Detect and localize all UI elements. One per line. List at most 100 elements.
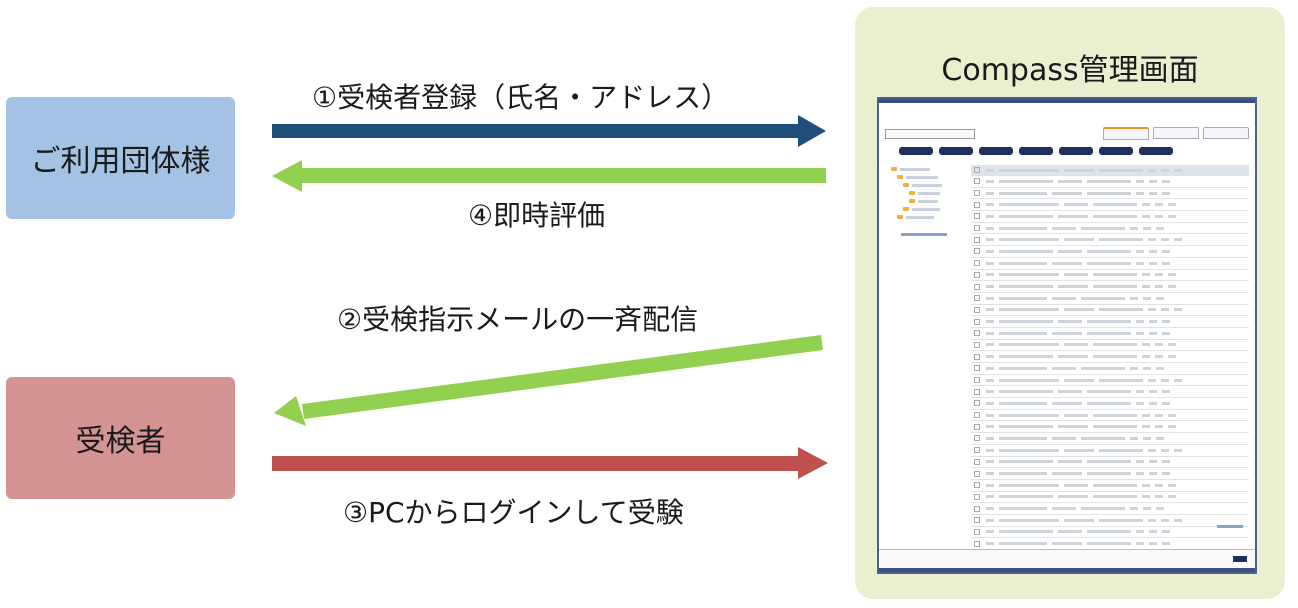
screen-table-row xyxy=(971,188,1249,200)
screen-table-cell xyxy=(1174,238,1182,242)
screen-table-cell xyxy=(1174,378,1182,382)
screen-table-cell xyxy=(999,507,1047,511)
screen-table-cell xyxy=(1148,518,1156,522)
screen-table-cell xyxy=(1168,413,1176,417)
screen-table-cell xyxy=(1174,448,1182,452)
screen-table-cell xyxy=(1064,308,1094,312)
screen-table-cell xyxy=(1058,460,1082,464)
screen-table-cell xyxy=(999,343,1059,347)
screen-table-cell xyxy=(1093,214,1137,218)
screen-table-cell xyxy=(1136,249,1144,253)
screen-table-cell xyxy=(1156,296,1164,300)
screen-table-cell xyxy=(1052,296,1076,300)
screen-table-cell xyxy=(1155,285,1163,289)
screen-table-cell xyxy=(999,238,1059,242)
checkbox-icon xyxy=(974,306,980,313)
screen-table-cell xyxy=(986,191,994,195)
screen-table-cell xyxy=(999,214,1053,218)
screen-table-cell xyxy=(1087,460,1131,464)
screen-table-cell xyxy=(986,390,994,394)
screen-table-cell xyxy=(1064,203,1088,207)
screen-table-cell xyxy=(999,401,1047,405)
screen-table-cell xyxy=(999,378,1059,382)
screen-table-cell xyxy=(986,425,994,429)
screen-tree-link xyxy=(901,233,947,236)
screen-table-cell xyxy=(986,179,994,183)
screen-table-cell xyxy=(999,355,1053,359)
screen-table-cell xyxy=(1168,203,1176,207)
screen-button xyxy=(1059,147,1093,155)
arrow-step4 xyxy=(272,160,826,192)
screen-table-cell xyxy=(1161,168,1169,172)
organization-box: ご利用団体様 xyxy=(6,97,235,219)
screen-table-cell xyxy=(1174,518,1182,522)
screen-table-cell xyxy=(1087,191,1131,195)
compass-title: Compass管理画面 xyxy=(941,53,1199,88)
screen-table-row xyxy=(971,492,1249,504)
step1-label: ①受検者登録（氏名・アドレス） xyxy=(312,81,730,114)
screen-table-cell xyxy=(1130,507,1138,511)
screen-table-cell xyxy=(986,331,994,335)
checkbox-icon xyxy=(974,353,980,360)
screen-table-cell xyxy=(1162,390,1170,394)
screen-table-cell xyxy=(1142,413,1150,417)
screen-table-cell xyxy=(1142,203,1150,207)
candidate-box: 受検者 xyxy=(6,377,235,499)
screen-table-cell xyxy=(1058,425,1088,429)
screen-table-cell xyxy=(999,366,1047,370)
screen-table-row xyxy=(971,258,1249,270)
screen-table-cell xyxy=(1052,191,1082,195)
screen-table-cell xyxy=(1087,530,1131,534)
screen-table-cell xyxy=(1149,542,1157,546)
screen-table-cell xyxy=(1149,331,1157,335)
checkbox-icon xyxy=(974,248,980,255)
screen-table-cell xyxy=(1148,378,1156,382)
screen-table-row xyxy=(971,445,1249,457)
checkbox-icon xyxy=(974,388,980,395)
screen-table-cell xyxy=(1162,530,1170,534)
screen-table-row xyxy=(971,305,1249,317)
screen-table-cell xyxy=(1149,249,1157,253)
screen-table-cell xyxy=(1168,483,1176,487)
screen-table-row xyxy=(971,375,1249,387)
screen-table-cell xyxy=(986,343,994,347)
screen-table-cell xyxy=(986,460,994,464)
folder-icon xyxy=(909,191,915,195)
screen-tab xyxy=(1103,127,1149,140)
screen-table-cell xyxy=(1162,191,1170,195)
screen-table-cell xyxy=(1058,179,1082,183)
screen-table-cell xyxy=(986,401,994,405)
screen-table-cell xyxy=(999,472,1047,476)
screen-button xyxy=(1019,147,1053,155)
screen-table-cell xyxy=(1155,425,1163,429)
screen-table-cell xyxy=(1130,366,1138,370)
screen-table-header xyxy=(971,165,1249,176)
screen-table-cell xyxy=(1155,273,1163,277)
screen-table-cell xyxy=(1058,390,1082,394)
checkbox-icon xyxy=(974,435,980,442)
checkbox-icon xyxy=(974,377,980,384)
screen-table-cell xyxy=(986,366,994,370)
screen-table-cell xyxy=(1130,226,1138,230)
screen-table-cell xyxy=(1156,366,1164,370)
checkbox-icon xyxy=(974,167,980,173)
checkbox-icon xyxy=(974,458,980,465)
screen-table-cell xyxy=(1052,226,1076,230)
screen-table-cell xyxy=(1093,343,1137,347)
screen-button xyxy=(1139,147,1173,155)
screen-table-cell xyxy=(1064,273,1088,277)
screen-table-cell xyxy=(999,249,1053,253)
screen-table-cell xyxy=(1099,448,1143,452)
screen-table-row xyxy=(971,211,1249,223)
folder-icon xyxy=(897,215,903,219)
screen-table-cell xyxy=(1142,285,1150,289)
screen-table-row xyxy=(971,223,1249,235)
screen-table-cell xyxy=(1149,179,1157,183)
screen-table-cell xyxy=(1130,436,1138,440)
checkbox-icon xyxy=(974,260,980,267)
screen-tree-text xyxy=(906,175,938,179)
screen-table-cell xyxy=(986,483,994,487)
screen-table-cell xyxy=(1081,226,1125,230)
screen-table-cell xyxy=(1162,261,1170,265)
checkbox-icon xyxy=(974,540,980,547)
